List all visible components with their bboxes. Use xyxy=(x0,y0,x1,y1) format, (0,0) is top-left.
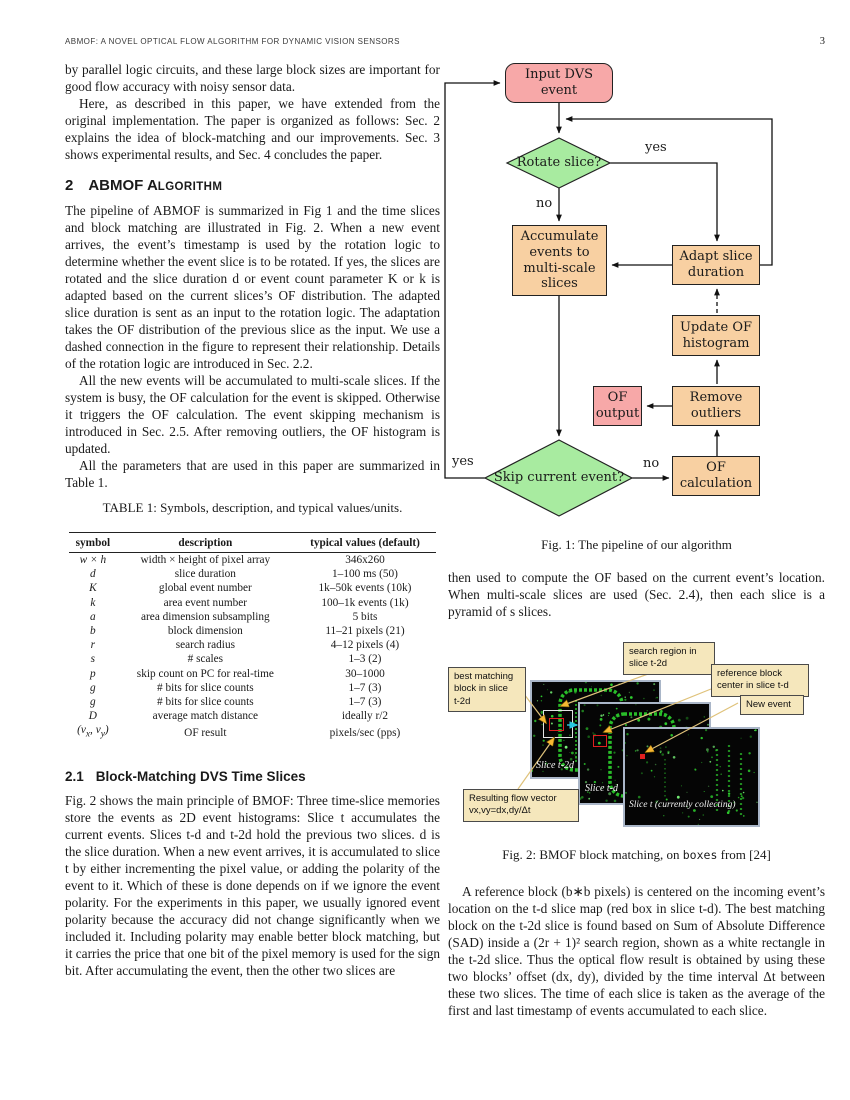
slice-t-label: Slice t (currently collecting) xyxy=(629,800,736,810)
paragraph: Here, as described in this paper, we hav… xyxy=(65,96,440,162)
rotate-slice-diamond xyxy=(505,137,612,189)
right-column: Input DVS event Rotate slice? Accumulate… xyxy=(444,61,825,1019)
node-rotate-slice: Rotate slice? xyxy=(516,155,602,170)
edge-label-yes: yes xyxy=(645,140,667,155)
paragraph: by parallel logic circuits, and these la… xyxy=(65,62,440,94)
paragraph: All the new events will be accumulated t… xyxy=(65,373,440,456)
search-region-callout: search region in slice t-2d xyxy=(623,642,715,675)
two-column-layout: by parallel logic circuits, and these la… xyxy=(65,61,825,1019)
page-number: 3 xyxy=(819,36,825,47)
figure-2-annotations xyxy=(517,673,739,790)
node-remove-outliers: Remove outliers xyxy=(672,386,760,426)
node-input-dvs-event: Input DVS event xyxy=(505,63,613,103)
edge-label-yes: yes xyxy=(452,454,474,469)
running-title: ABMOF: A NOVEL OPTICAL FLOW ALGORITHM FO… xyxy=(65,37,400,46)
node-update-of-histogram: Update OF histogram xyxy=(672,315,760,356)
dvs-events-art xyxy=(624,729,758,825)
col-values: typical values (default) xyxy=(293,532,437,553)
slice-t2d-label: Slice t-2d xyxy=(536,760,575,771)
col-symbol: symbol xyxy=(68,532,117,553)
table-1-caption: TABLE 1: Symbols, description, and typic… xyxy=(102,500,403,515)
figure-2-block-matching: Slice t-2d Slice t-d Slice t (currently … xyxy=(448,642,825,837)
slice-t-image xyxy=(623,727,760,827)
paragraph: then used to compute the OF based on the… xyxy=(448,570,825,619)
best-matching-block-rect xyxy=(549,718,564,731)
col-description: description xyxy=(117,532,294,553)
paragraph: All the parameters that are used in this… xyxy=(65,458,440,490)
figure-1-flowchart: Input DVS event Rotate slice? Accumulate… xyxy=(440,55,825,529)
left-column: by parallel logic circuits, and these la… xyxy=(65,61,440,1019)
paragraph: A reference block (b∗b pixels) is center… xyxy=(448,884,825,1018)
node-adapt-slice-duration: Adapt slice duration xyxy=(672,245,760,285)
node-of-output: OF output xyxy=(593,386,642,426)
node-accumulate-events: Accumulate events to multi-scale slices xyxy=(512,225,607,296)
slice-td-label: Slice t-d xyxy=(585,783,619,794)
paragraph: The pipeline of ABMOF is summarized in F… xyxy=(65,203,440,371)
running-header: ABMOF: A NOVEL OPTICAL FLOW ALGORITHM FO… xyxy=(65,36,825,47)
resulting-flow-callout: Resulting flow vector vx,vy=dx,dy/Δt xyxy=(463,789,579,822)
reference-block-callout: reference block center in slice t-d xyxy=(711,664,809,697)
paragraph: Fig. 2 shows the main principle of BMOF:… xyxy=(65,792,440,978)
flowchart-arrows xyxy=(444,80,773,517)
table-header-row: symbol description typical values (defau… xyxy=(68,532,437,553)
node-skip-current-event: Skip current event? xyxy=(493,470,625,485)
edge-label-no: no xyxy=(536,196,553,211)
new-event-callout: New event xyxy=(740,695,804,716)
edge-label-no: no xyxy=(643,456,660,471)
skip-event-diamond xyxy=(483,439,634,517)
node-of-calculation: OF calculation xyxy=(672,456,760,496)
reference-block-rect xyxy=(593,735,607,747)
best-matching-callout: best matching block in slice t-2d xyxy=(448,667,526,713)
figure-1-caption: Fig. 1: The pipeline of our algorithm xyxy=(541,537,732,552)
code-boxes: boxes xyxy=(682,848,718,862)
new-event-dot xyxy=(640,754,645,759)
figure-2-caption: Fig. 2: BMOF block matching, on boxes fr… xyxy=(502,847,771,862)
symbols-table: symbol description typical values (defau… xyxy=(68,532,437,745)
